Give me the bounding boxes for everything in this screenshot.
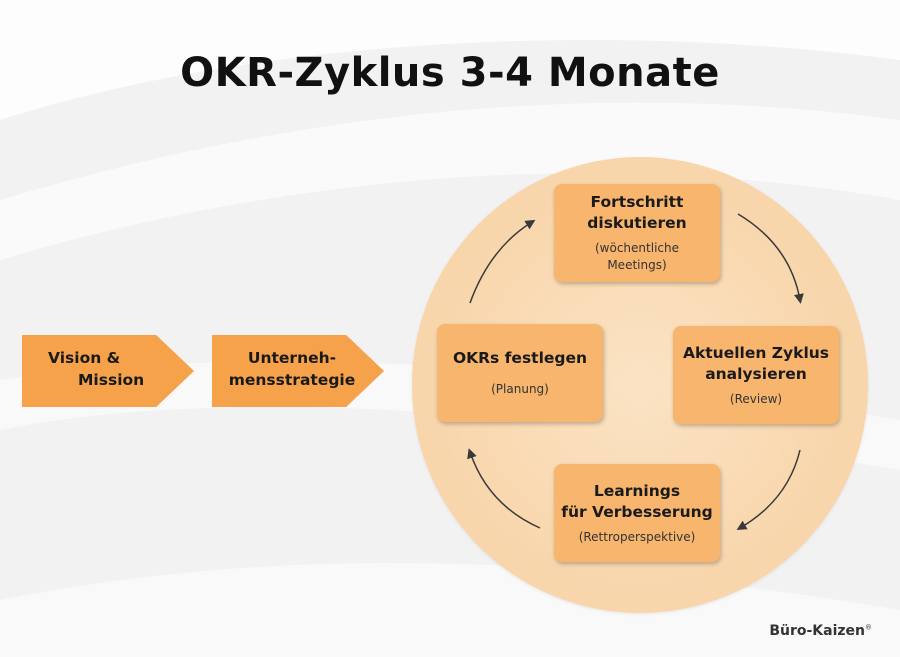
corporate-strategy-line1: Unterneh- bbox=[247, 349, 337, 367]
vision-mission-line1: Vision & bbox=[48, 349, 121, 367]
card-learnings-sub: (Rettroperspektive) bbox=[578, 529, 696, 544]
card-fortschritt: Fortschritt diskutieren (wöchentliche Me… bbox=[554, 184, 720, 282]
card-zyklus-sub: (Review) bbox=[729, 391, 783, 406]
card-okrs-sub: (Planung) bbox=[491, 382, 549, 396]
card-okrs-title: OKRs festlegen bbox=[452, 349, 588, 367]
page-title: OKR-Zyklus 3-4 Monate bbox=[180, 50, 720, 96]
brand-logo: Büro-Kaizen® bbox=[769, 623, 872, 639]
corporate-strategy-line2: mensstrategie bbox=[228, 371, 356, 389]
card-zyklus-title: Aktuellen Zyklus analysieren bbox=[682, 343, 830, 383]
corporate-strategy-arrow bbox=[212, 335, 384, 407]
vision-mission-line2: Mission bbox=[78, 371, 145, 389]
vision-mission-label: Vision & Mission bbox=[48, 347, 178, 391]
brand-name: Büro-Kaizen bbox=[769, 623, 865, 639]
card-zyklus-analysieren: Aktuellen Zyklus analysieren (Review) bbox=[673, 326, 839, 424]
vision-mission-arrow bbox=[22, 335, 194, 407]
corporate-strategy-label: Unterneh- mensstrategie bbox=[222, 347, 362, 391]
brand-mark: ® bbox=[865, 623, 872, 632]
card-fortschritt-sub: (wöchentliche Meetings) bbox=[595, 241, 679, 272]
card-learnings: Learnings für Verbesserung (Rettroperspe… bbox=[554, 464, 720, 562]
card-learnings-title: Learnings für Verbesserung bbox=[561, 481, 713, 521]
card-fortschritt-title: Fortschritt diskutieren bbox=[587, 193, 687, 232]
card-okrs-festlegen: OKRs festlegen (Planung) bbox=[437, 324, 603, 422]
